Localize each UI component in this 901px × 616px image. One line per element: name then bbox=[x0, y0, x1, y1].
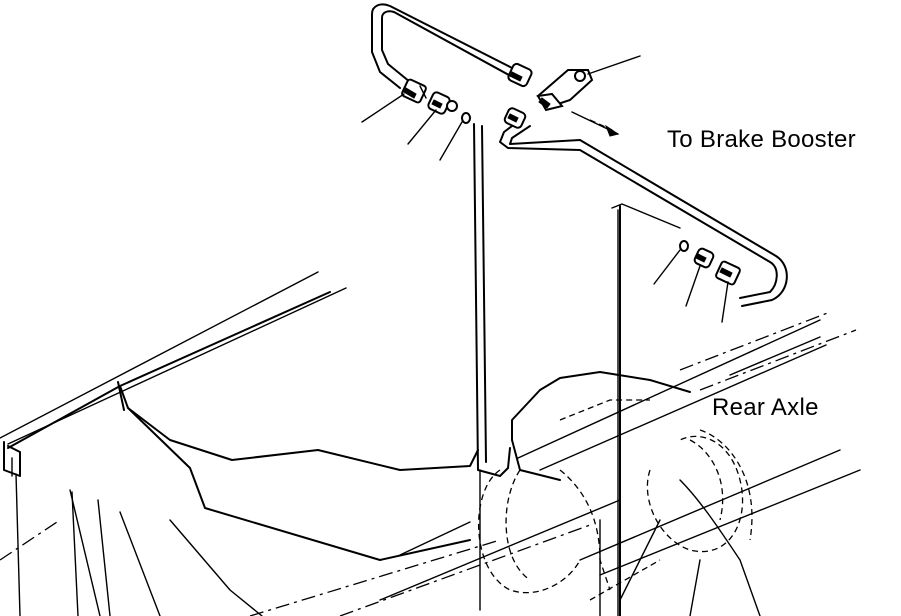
fitting-union-right bbox=[715, 260, 741, 286]
o-ring-right bbox=[679, 240, 689, 252]
mounting-panel bbox=[611, 203, 681, 616]
brake-tube-right bbox=[499, 119, 788, 307]
o-ring-left bbox=[461, 112, 471, 124]
to-brake-booster-label: To Brake Booster bbox=[667, 126, 856, 153]
chassis-frame bbox=[0, 271, 861, 616]
fitting-nut-right bbox=[693, 247, 715, 269]
fitting-top-joint bbox=[507, 62, 533, 88]
brake-tube-left bbox=[371, 3, 521, 477]
rear-axle-label: Rear Axle bbox=[712, 394, 819, 421]
fitting-center-joint bbox=[503, 107, 527, 129]
fitting-union-top-left bbox=[401, 78, 427, 104]
rear-axle-housing bbox=[477, 371, 761, 616]
fitting-nut-left bbox=[427, 91, 458, 115]
flow-arrow bbox=[571, 111, 620, 137]
three-way-connector bbox=[536, 69, 594, 112]
leader-lines bbox=[361, 55, 729, 323]
